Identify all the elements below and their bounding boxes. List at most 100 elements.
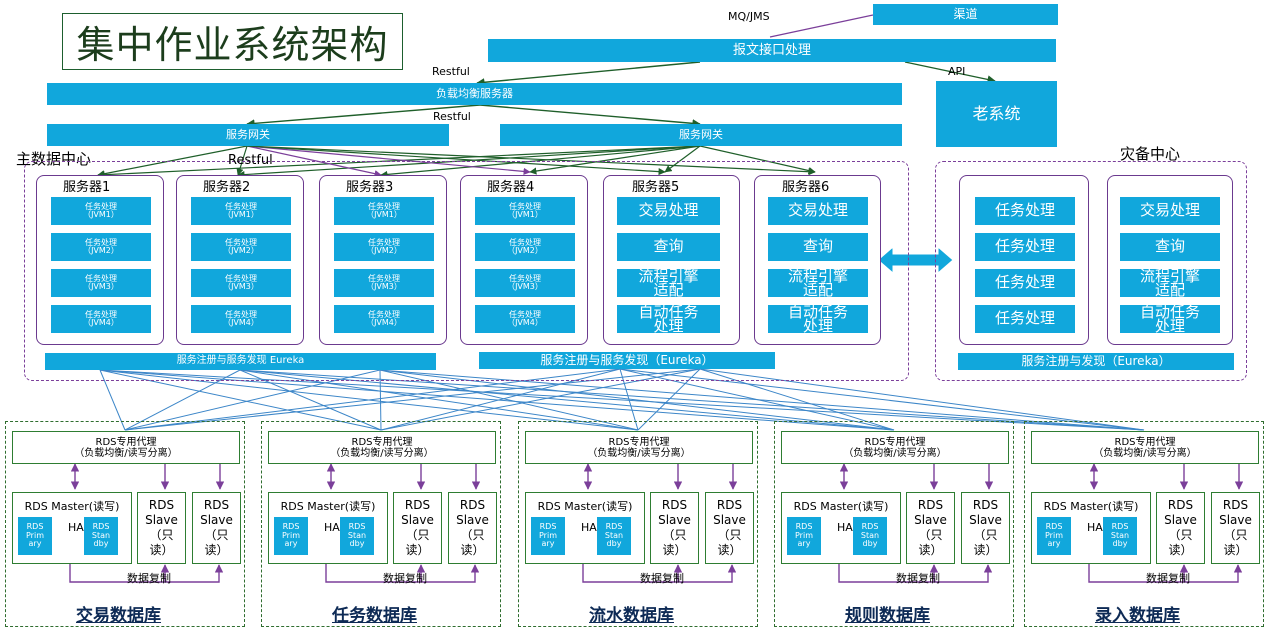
task-box: 任务处理 （JVM2）	[475, 233, 575, 261]
gateway-left-to-server-connector	[246, 145, 816, 176]
rds-proxy: RDS专用代理 （负载均衡/读写分离）	[525, 431, 753, 464]
function-box: 任务处理	[975, 269, 1075, 297]
gateway-left-to-server-connector	[246, 145, 382, 178]
rds-proxy: RDS专用代理 （负载均衡/读写分离）	[1031, 431, 1259, 464]
diagram-title: 集中作业系统架构	[62, 13, 403, 70]
load-balancer-box: 负载均衡服务器	[47, 83, 902, 105]
function-box: 查询	[768, 233, 868, 261]
server-to-db-connector	[619, 368, 639, 431]
rds-proxy-subtitle: （负载均衡/读写分离）	[330, 447, 434, 459]
rds-master-label: RDS Master(读写)	[1043, 500, 1139, 513]
database-group-task: RDS专用代理 （负载均衡/读写分离） RDS Master(读写) RDS P…	[261, 421, 501, 627]
lb-to-gateway-left-connector	[246, 104, 481, 128]
eureka-dr: 服务注册与发现（Eureka）	[958, 353, 1234, 370]
rds-primary-box: RDS Prim ary	[787, 517, 821, 555]
function-box: 自动任务 处理	[768, 304, 868, 334]
rds-master-label: RDS Master(读写)	[24, 500, 120, 513]
rds-master: RDS Master(读写) RDS Prim ary RDS Stan dby…	[781, 492, 901, 564]
server-name: 服务器4	[487, 180, 535, 195]
function-box: 查询	[617, 233, 720, 261]
rds-proxy-subtitle: （负载均衡/读写分离）	[587, 447, 691, 459]
replication-label: 数据复制	[127, 572, 171, 585]
rds-slave: RDS Slave （只 读）	[1211, 492, 1260, 564]
ha-label: HA	[68, 521, 84, 534]
rds-proxy-title: RDS专用代理	[608, 436, 670, 448]
gateway-right: 服务网关	[500, 124, 902, 146]
restful-label-mid: Restful	[433, 110, 471, 123]
server-name: 服务器2	[203, 180, 251, 195]
gateway-right-to-server-connector	[529, 145, 701, 175]
function-box: 自动任务 处理	[617, 304, 720, 334]
rds-primary-box: RDS Prim ary	[274, 517, 308, 555]
task-box: 任务处理 （JVM4）	[191, 305, 291, 333]
database-name: 交易数据库	[76, 606, 161, 626]
replication-connector	[582, 563, 737, 583]
gateway-right-to-server-connector	[237, 145, 701, 179]
interface-to-legacy-connector	[904, 61, 996, 84]
rds-primary-box: RDS Prim ary	[1037, 517, 1071, 555]
rds-slave: RDS Slave （只 读）	[192, 492, 241, 564]
server-name: 服务器3	[346, 180, 394, 195]
rds-master-label: RDS Master(读写)	[280, 500, 376, 513]
task-box: 任务处理 （JVM1）	[475, 197, 575, 225]
rds-proxy-title: RDS专用代理	[1114, 436, 1176, 448]
channel-box: 渠道	[873, 4, 1058, 25]
server-name: 服务器1	[63, 180, 111, 195]
rds-proxy-title: RDS专用代理	[351, 436, 413, 448]
dr-sync-arrow	[877, 245, 954, 275]
function-box: 任务处理	[975, 233, 1075, 261]
database-group-flow: RDS专用代理 （负载均衡/读写分离） RDS Master(读写) RDS P…	[518, 421, 758, 627]
dr-server-2: 交易处理 查询 流程引擎 适配 自动任务 处理	[1107, 175, 1233, 345]
ha-label: HA	[581, 521, 597, 534]
rds-proxy-title: RDS专用代理	[864, 436, 926, 448]
server-1: 服务器1 任务处理 （JVM1） 任务处理 （JVM2） 任务处理 （JVM3）…	[36, 175, 164, 345]
database-name: 流水数据库	[589, 606, 674, 626]
rds-slave: RDS Slave （只 读）	[448, 492, 497, 564]
lb-to-gateway-right-connector	[479, 104, 701, 128]
task-box: 任务处理 （JVM1）	[191, 197, 291, 225]
replication-label: 数据复制	[640, 572, 684, 585]
server-2: 服务器2 任务处理 （JVM1） 任务处理 （JVM2） 任务处理 （JVM3）…	[176, 175, 304, 345]
rds-master: RDS Master(读写) RDS Prim ary RDS Stan dby…	[268, 492, 388, 564]
function-box: 交易处理	[617, 197, 720, 225]
interface-to-lb-connector	[476, 61, 701, 87]
function-box: 交易处理	[768, 197, 868, 225]
function-box: 流程引擎 适配	[617, 268, 720, 298]
gateway-left: 服务网关	[47, 124, 449, 146]
task-box: 任务处理 （JVM3）	[51, 269, 151, 297]
rds-proxy: RDS专用代理 （负载均衡/读写分离）	[781, 431, 1009, 464]
database-name: 任务数据库	[332, 606, 417, 626]
replication-label: 数据复制	[1146, 572, 1190, 585]
ha-label: HA	[1087, 521, 1103, 534]
database-group-entry: RDS专用代理 （负载均衡/读写分离） RDS Master(读写) RDS P…	[1024, 421, 1264, 627]
function-box: 任务处理	[975, 305, 1075, 333]
task-box: 任务处理 （JVM3）	[475, 269, 575, 297]
message-interface-box: 报文接口处理	[488, 39, 1056, 62]
rds-standby-box: RDS Stan dby	[853, 517, 887, 555]
dr-center-label: 灾备中心	[1120, 145, 1181, 163]
server-name: 服务器6	[782, 180, 830, 195]
rds-slave: RDS Slave （只 读）	[906, 492, 955, 564]
rds-slave: RDS Slave （只 读）	[650, 492, 699, 564]
replication-label: 数据复制	[383, 572, 427, 585]
restful-label-top: Restful	[432, 65, 470, 78]
server-to-db-connector	[619, 368, 895, 431]
server-to-db-connector	[699, 368, 1145, 431]
replication-connector	[325, 563, 480, 583]
dr-center-container	[935, 161, 1247, 381]
rds-proxy-title: RDS专用代理	[95, 436, 157, 448]
gateway-right-to-server-connector	[699, 145, 816, 175]
gateway-right-to-server-connector	[664, 145, 701, 173]
rds-proxy-subtitle: （负载均衡/读写分离）	[74, 447, 178, 459]
rds-master: RDS Master(读写) RDS Prim ary RDS Stan dby…	[525, 492, 645, 564]
function-box: 流程引擎 适配	[1120, 268, 1220, 298]
server-to-db-connector	[124, 368, 701, 431]
dr-server-1: 任务处理 任务处理 任务处理 任务处理	[959, 175, 1089, 345]
rds-slave: RDS Slave （只 读）	[393, 492, 442, 564]
task-box: 任务处理 （JVM3）	[334, 269, 434, 297]
server-5: 服务器5 交易处理 查询 流程引擎 适配 自动任务 处理	[603, 175, 740, 345]
task-box: 任务处理 （JVM2）	[334, 233, 434, 261]
task-box: 任务处理 （JVM2）	[191, 233, 291, 261]
task-box: 任务处理 （JVM3）	[191, 269, 291, 297]
